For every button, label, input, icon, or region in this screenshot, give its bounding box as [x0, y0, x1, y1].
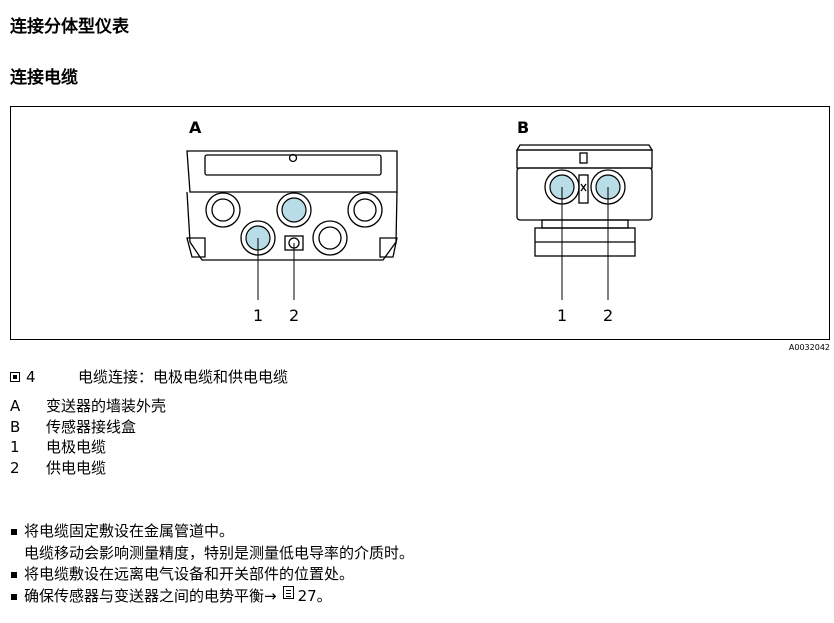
legend-key: A [10, 397, 21, 415]
legend-text: 供电电缆 [46, 458, 107, 477]
bullet-list: 将电缆固定敷设在金属管道中。 电缆移动会影响测量精度，特别是测量低电导率的介质时… [10, 521, 414, 607]
bullet-icon [10, 564, 24, 586]
page-ref-link[interactable]: 27。 [297, 586, 332, 605]
figure-label-a: A [189, 118, 202, 137]
legend-item: A 变送器的墙装外壳 [10, 396, 166, 417]
bullet-text: 将电缆固定敷设在金属管道中。 [24, 522, 235, 540]
callout-a-2: 2 [289, 306, 299, 325]
callout-b-1: 1 [557, 306, 567, 325]
bullet-text: 电缆移动会影响测量精度，特别是测量低电导率的介质时。 [24, 543, 415, 562]
caption-text: 电缆连接：电极电缆和供电电缆 [78, 368, 289, 386]
callout-b-2: 2 [603, 306, 613, 325]
legend-text: 传感器接线盒 [46, 417, 137, 436]
figure-caption: 4 电缆连接：电极电缆和供电电缆 [10, 366, 288, 387]
bullet-item: 将电缆固定敷设在金属管道中。 [10, 521, 414, 543]
bullet-item: 确保传感器与变送器之间的电势平衡→ 27。 [10, 585, 414, 608]
bullet-text: 将电缆敷设在远离电气设备和开关部件的位置处。 [24, 565, 355, 583]
callout-a-1: 1 [253, 306, 263, 325]
legend-item: 1 电极电缆 [10, 437, 166, 458]
bullet-continuation: 电缆移动会影响测量精度，特别是测量低电导率的介质时。 [10, 543, 414, 565]
legend-key: B [10, 417, 21, 436]
wiring-figure: A B 1 2 1 2 [186, 118, 654, 325]
subsection-heading: 连接电缆 [10, 68, 78, 88]
bullet-item: 将电缆敷设在远离电气设备和开关部件的位置处。 [10, 564, 414, 586]
figure-icon [10, 371, 20, 382]
figure-label-b: B [517, 118, 529, 137]
section-heading: 连接分体型仪表 [10, 17, 129, 37]
legend-item: B 传感器接线盒 [10, 417, 166, 438]
figure-number: 4 [26, 367, 36, 386]
legend-key: 2 [10, 458, 20, 477]
legend-key: 1 [10, 438, 20, 456]
legend-list: A 变送器的墙装外壳 B 传感器接线盒 1 电极电缆 2 供电电缆 [10, 396, 166, 478]
legend-item: 2 供电电缆 [10, 458, 166, 479]
bullet-text: 确保传感器与变送器之间的电势平衡→ [24, 586, 277, 605]
legend-text: 电极电缆 [46, 438, 107, 456]
figure-frame [10, 106, 830, 340]
bullet-icon [10, 521, 24, 543]
bullet-icon [10, 586, 24, 608]
figure-id: A0032042 [788, 343, 830, 352]
page-ref-icon [282, 585, 294, 599]
legend-text: 变送器的墙装外壳 [46, 397, 167, 415]
